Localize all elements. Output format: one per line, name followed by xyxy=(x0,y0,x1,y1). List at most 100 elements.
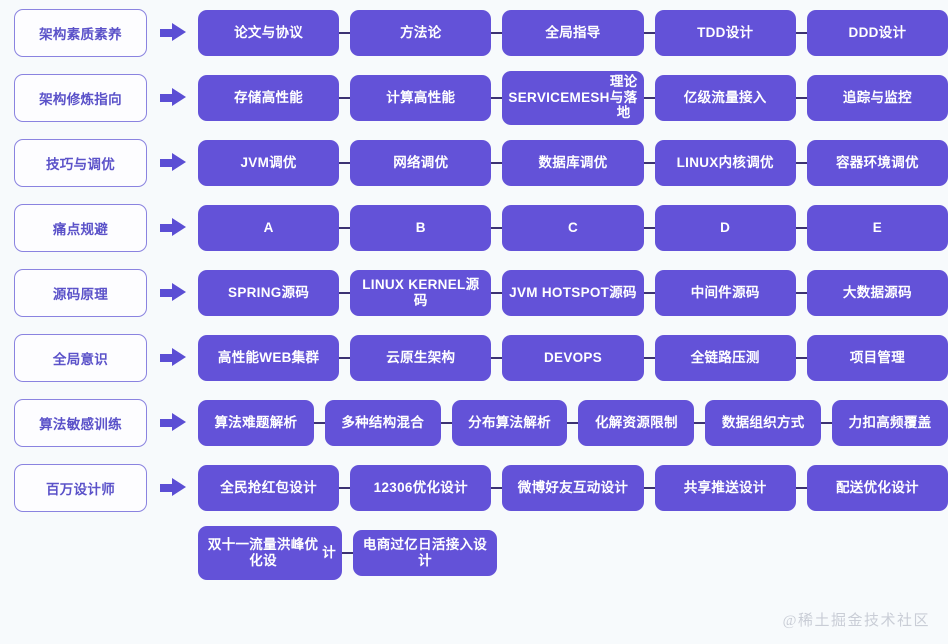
node-connector xyxy=(342,551,353,554)
node-card[interactable]: TDD设计 xyxy=(654,9,796,56)
node-label: 大数据源码 xyxy=(842,284,912,300)
node-label: A xyxy=(263,219,274,235)
node-label: 理论与落地 xyxy=(609,73,638,121)
node-card[interactable]: E xyxy=(806,204,948,251)
node-label: 亿级流量接入 xyxy=(683,89,767,105)
node-label: E xyxy=(872,219,883,235)
node-card[interactable]: 全局指导 xyxy=(502,9,644,56)
node-label: 云原生架构 xyxy=(386,349,456,365)
category-chip[interactable]: 痛点规避 xyxy=(14,203,147,252)
right-arrow-icon xyxy=(159,283,186,302)
node-card[interactable]: 方法论 xyxy=(350,9,492,56)
node-connector xyxy=(643,226,655,229)
node-card[interactable]: A xyxy=(198,204,340,251)
node-card[interactable]: 存储高性能 xyxy=(198,74,340,121)
node-track: 双十一流量洪峰优化设计电商过亿日活接入设计 xyxy=(198,525,948,580)
category-chip[interactable]: 架构素质素养 xyxy=(14,8,147,57)
node-card[interactable]: 微博好友互动设计 xyxy=(502,464,644,511)
node-connector xyxy=(795,356,807,359)
category-chip[interactable]: 技巧与调优 xyxy=(14,138,147,187)
node-card[interactable]: 中间件源码 xyxy=(654,269,796,316)
node-card[interactable]: 亿级流量接入 xyxy=(654,74,796,121)
node-card[interactable]: JVM调优 xyxy=(198,139,340,186)
node-label: 容器环境调优 xyxy=(836,154,919,170)
node-connector xyxy=(491,291,503,294)
node-label: 12306优化设计 xyxy=(373,479,468,495)
node-track: 全民抢红包设计 12306优化设计 微博好友互动设计共享推送设计配送优化设计 xyxy=(198,464,948,511)
node-label: 计算高性能 xyxy=(386,89,456,105)
node-card[interactable]: 分布算法解析 xyxy=(451,399,568,446)
node-label: 算法难题解析 xyxy=(214,414,298,430)
node-card[interactable]: 项目管理 xyxy=(806,334,948,381)
node-card[interactable]: 力扣高频覆盖 xyxy=(832,399,948,446)
node-card[interactable]: 网络调优 xyxy=(350,139,492,186)
node-card[interactable]: 多种结构混合 xyxy=(324,399,441,446)
node-card[interactable]: 配送优化设计 xyxy=(806,464,948,511)
node-card[interactable]: B xyxy=(350,204,492,251)
right-arrow-icon xyxy=(159,218,186,237)
arrow-cell xyxy=(147,153,198,172)
node-connector xyxy=(491,226,503,229)
node-connector xyxy=(643,96,655,99)
node-label: 全链路压测 xyxy=(690,349,760,365)
node-label: 论文与协议 xyxy=(234,24,304,40)
node-connector xyxy=(643,31,655,34)
node-card[interactable]: 计算高性能 xyxy=(350,74,492,121)
node-card[interactable]: 追踪与监控 xyxy=(806,74,948,121)
node-card[interactable]: 云原生架构 xyxy=(350,334,492,381)
node-connector xyxy=(821,421,833,424)
node-card[interactable]: 算法难题解析 xyxy=(198,399,314,446)
node-card[interactable]: 数据库调优 xyxy=(502,139,644,186)
node-card[interactable]: 高性能WEB集群 xyxy=(198,334,340,381)
category-chip[interactable]: 算法敏感训练 xyxy=(14,398,147,447)
node-label: DEVOPS xyxy=(543,349,603,365)
node-connector xyxy=(339,486,351,489)
right-arrow-icon xyxy=(159,23,186,42)
node-card[interactable]: 全民抢红包设计 xyxy=(198,464,340,511)
node-card[interactable]: 大数据源码 xyxy=(806,269,948,316)
roadmap-row: 双十一流量洪峰优化设计电商过亿日活接入设计 xyxy=(0,520,948,585)
category-chip[interactable]: 百万设计师 xyxy=(14,463,147,512)
node-card[interactable]: 共享推送设计 xyxy=(654,464,796,511)
node-connector xyxy=(694,421,706,424)
node-card[interactable]: 化解资源限制 xyxy=(578,399,695,446)
node-card[interactable]: 论文与协议 xyxy=(198,9,340,56)
node-card[interactable]: 双十一流量洪峰优化设计 xyxy=(198,525,342,580)
node-connector xyxy=(795,291,807,294)
node-card[interactable]: LINUX内核调优 xyxy=(654,139,796,186)
right-arrow-icon xyxy=(159,348,186,367)
node-card[interactable]: LINUX KERNEL源码 xyxy=(350,269,492,316)
node-label: SPRING源码 xyxy=(228,284,310,300)
node-card[interactable]: JVM HOTSPOT源码 xyxy=(502,269,644,316)
arrow-cell xyxy=(147,283,198,302)
node-card[interactable]: DDD设计 xyxy=(806,9,948,56)
node-label: 项目管理 xyxy=(849,349,906,365)
category-chip[interactable]: 全局意识 xyxy=(14,333,147,382)
roadmap-row: 技巧与调优 JVM调优网络调优 数据库调优 LINUX内核调优 容器环境调优 xyxy=(0,130,948,195)
node-card[interactable]: 12306优化设计 xyxy=(350,464,492,511)
node-card[interactable]: 全链路压测 xyxy=(654,334,796,381)
node-card[interactable]: DEVOPS xyxy=(502,334,644,381)
node-connector xyxy=(491,161,503,164)
node-card[interactable]: D xyxy=(654,204,796,251)
node-card[interactable]: 电商过亿日活接入设计 xyxy=(353,529,497,576)
node-card[interactable]: SPRING源码 xyxy=(198,269,340,316)
node-card[interactable]: 容器环境调优 xyxy=(806,139,948,186)
node-card[interactable]: 数据组织方式 xyxy=(705,399,822,446)
watermark: @稀土掘金技术社区 xyxy=(782,613,930,629)
node-track: 算法难题解析 多种结构混合分布算法解析化解资源限制 数据组织方式 力扣高频覆盖 xyxy=(198,399,948,446)
category-chip[interactable]: 源码原理 xyxy=(14,268,147,317)
node-label: 数据库调优 xyxy=(538,154,608,170)
category-chip[interactable]: 架构修炼指向 xyxy=(14,73,147,122)
node-label: 数据组织方式 xyxy=(721,414,805,430)
node-connector xyxy=(339,96,351,99)
node-connector xyxy=(795,31,807,34)
node-label: 方法论 xyxy=(400,24,442,40)
node-card[interactable]: C xyxy=(502,204,644,251)
node-label: LINUX KERNEL源码 xyxy=(362,276,480,308)
